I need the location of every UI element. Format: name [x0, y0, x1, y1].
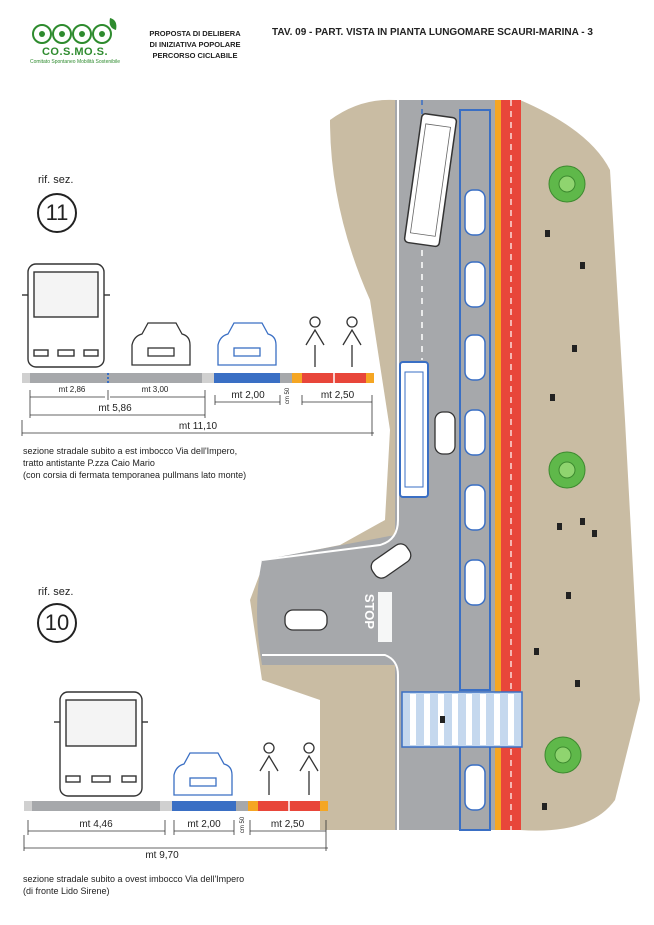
car-top-view — [370, 543, 412, 579]
proposal-line: PERCORSO CICLABILE — [152, 51, 238, 60]
crosswalk — [401, 691, 523, 748]
dim-label: mt 2,00 — [187, 819, 221, 830]
bus-front-icon — [54, 691, 148, 797]
bus-top-view — [403, 113, 458, 248]
dim-label: mt 4,46 — [79, 819, 113, 830]
section-number-10: 10 — [37, 603, 77, 643]
section-number-11: 11 — [37, 193, 77, 233]
caption-line: sezione stradale subito a ovest imbocco … — [23, 874, 245, 884]
caption-11: sezione stradale subito a est imbocco Vi… — [23, 445, 353, 481]
bus-front-icon — [22, 263, 110, 368]
dim-label: mt 3,00 — [141, 385, 169, 394]
logo-text: CO.S.MO.S. — [41, 46, 109, 58]
pedestrian-icons — [440, 230, 597, 810]
dim-label: mt 2,86 — [58, 385, 86, 394]
car-front-icon — [131, 322, 191, 366]
proposal-line: DI INIZIATIVA POPOLARE — [149, 40, 241, 49]
caption-line: tratto antistante P.zza Caio Mario — [23, 458, 155, 468]
ref-label-11: rif. sez. — [38, 174, 74, 186]
tree-icons — [544, 165, 586, 774]
dim-label: mt 2,50 — [270, 819, 305, 830]
dim-label: mt 5,86 — [98, 403, 132, 414]
dim-label: mt 11,10 — [178, 421, 218, 432]
dim-label: mt 2,00 — [231, 390, 265, 401]
logo — [20, 10, 130, 70]
page-title: TAV. 09 - PART. VISTA IN PIANTA LUNGOMAR… — [272, 27, 593, 38]
logo-subtitle: Comitato Spontaneo Mobilità Sostenibile — [29, 59, 121, 65]
side-street — [257, 535, 395, 665]
ref-label-10: rif. sez. — [38, 586, 74, 598]
cyclist-icon — [259, 742, 319, 795]
car-top-view — [284, 609, 328, 631]
dim-label: cm 50 — [240, 816, 246, 834]
car-front-icon — [217, 322, 277, 366]
parking-lane — [459, 109, 491, 691]
car-front-icon — [173, 752, 233, 796]
dim-label: mt 9,70 — [145, 850, 179, 861]
caption-line: (di fronte Lido Sirene) — [23, 886, 110, 896]
proposal-line: PROPOSTA DI DELIBERA — [149, 29, 241, 38]
dim-label: mt 2,50 — [320, 390, 355, 401]
parked-cars — [464, 189, 486, 811]
logo-bicycle-icon — [32, 18, 117, 44]
bike-buffer — [495, 100, 501, 830]
parked-bus-top-view — [399, 361, 429, 498]
caption-10: sezione stradale subito a ovest imbocco … — [23, 873, 353, 897]
caption-line: (con corsia di fermata temporanea pullma… — [23, 470, 247, 480]
cyclist-icon — [305, 316, 362, 367]
proposal-block: PROPOSTA DI DELIBERA DI INIZIATIVA POPOL… — [135, 28, 255, 61]
car-top-view — [434, 411, 456, 455]
caption-line: sezione stradale subito a est imbocco Vi… — [23, 446, 238, 456]
